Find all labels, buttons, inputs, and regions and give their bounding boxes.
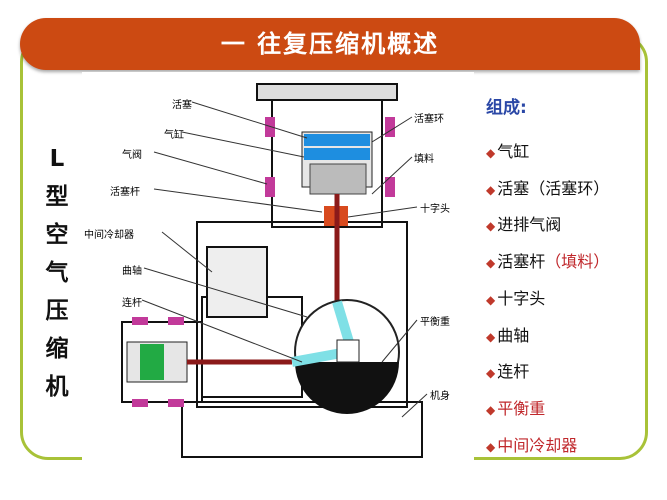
list-item: ◆十字头 [486,289,546,308]
list-item: ◆连杆 [486,362,530,381]
side-title: L 型 空 气 压 缩 机 [44,140,70,406]
compressor-diagram: 活塞 气缸 气阀 活塞杆 中间冷却器 曲轴 连杆 活塞环 填料 十字头 平衡重 … [82,72,474,492]
components-heading: 组成: [486,98,527,118]
label-conrod: 连杆 [122,298,142,309]
list-item: ◆气缸 [486,142,530,161]
piston-top [304,134,370,146]
side-title-char: 缩 [45,336,69,362]
list-item: ◆曲轴 [486,326,530,345]
side-title-char: 气 [45,260,69,286]
crankcase [196,221,408,408]
counterweight-shape [295,362,399,414]
label-crosshead: 十字头 [420,204,450,215]
list-item: ◆中间冷却器 [486,436,578,455]
label-cylinder: 气缸 [164,130,184,141]
machine-base [181,401,423,458]
side-title-char: 空 [45,222,69,248]
list-item: ◆活塞（活塞环） [486,179,610,198]
slide-title: 一 往复压缩机概述 [220,30,440,58]
list-item: ◆活塞杆（填料） [486,252,610,271]
label-counterweight: 平衡重 [420,317,450,328]
label-piston: 活塞 [172,100,192,111]
label-packing: 填料 [414,154,434,165]
list-item: ◆平衡重 [486,399,546,418]
label-piston-rod: 活塞杆 [110,187,140,198]
label-piston-ring: 活塞环 [414,114,444,125]
intercooler-body [206,246,268,318]
side-title-char: 压 [45,298,69,324]
side-title-char: L [49,146,65,172]
side-title-char: 型 [45,184,69,210]
horizontal-piston [140,344,152,380]
side-title-char: 机 [45,374,69,400]
title-banner [20,18,640,70]
label-intercooler: 中间冷却器 [84,230,134,241]
label-body: 机身 [430,391,450,402]
compressor-drawing [121,83,428,458]
label-valve: 气阀 [122,150,142,161]
list-item: ◆进排气阀 [486,215,562,234]
label-crankshaft: 曲轴 [122,266,142,277]
